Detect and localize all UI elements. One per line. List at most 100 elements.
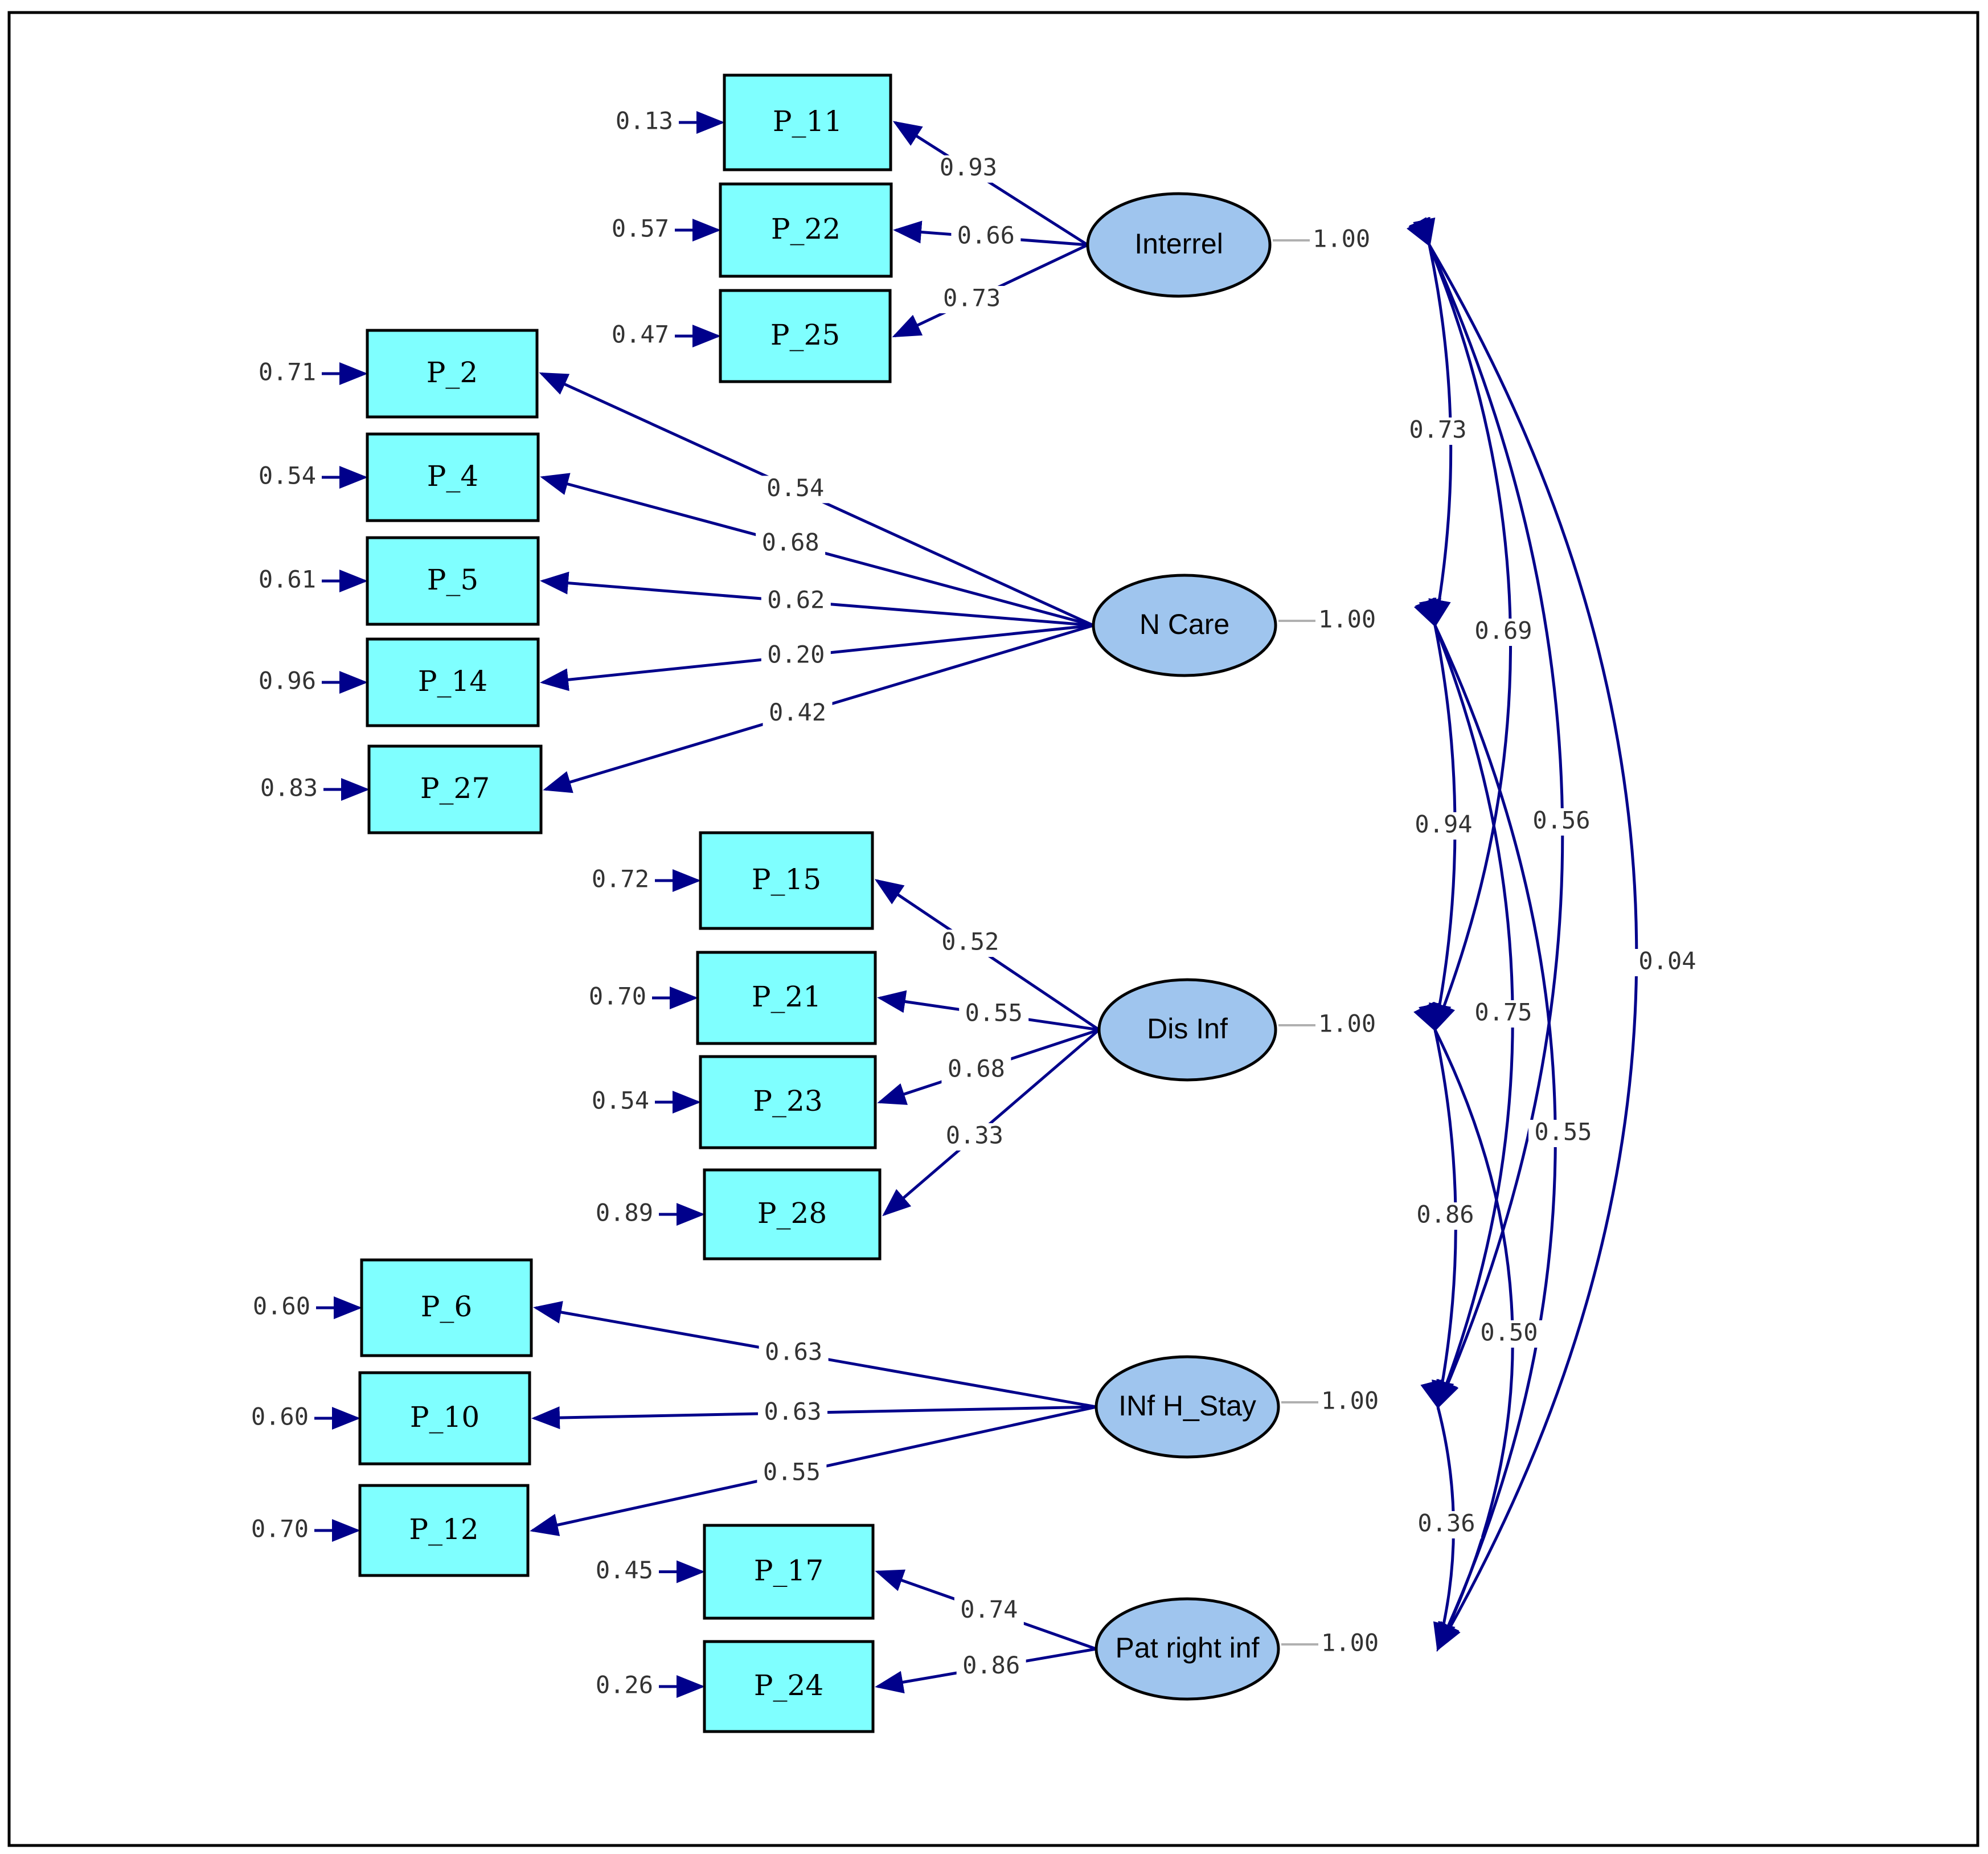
correlation-label-ncare-patright: 0.55: [1534, 1118, 1592, 1146]
error-label-P_28: 0.89: [596, 1199, 653, 1227]
indicator-label-P_28: P_28: [757, 1197, 827, 1230]
latent-label-patright: Pat right inf: [1116, 1632, 1260, 1664]
correlation-label-interrel-patright-group: 0.04: [1633, 947, 1702, 976]
correlation-label-interrel-disinf-bg: [1469, 619, 1538, 646]
correlation-label-ncare-infhstay-group: 0.75: [1469, 998, 1538, 1028]
indicator-box-P_28: [703, 1168, 882, 1260]
indicator-box-P_10: [358, 1371, 531, 1466]
variance-label-infhstay: 1.00: [1321, 1387, 1379, 1415]
loading-label-P_27-bg: [763, 700, 833, 728]
correlation-label-infhstay-patright-group: 0.36: [1412, 1509, 1481, 1538]
error-label-P_23: 0.54: [592, 1087, 649, 1115]
loading-label-P_4-group: 0.68: [756, 529, 826, 558]
correlation-label-disinf-infhstay-bg: [1411, 1202, 1480, 1230]
loading-label-P_11: 0.93: [940, 153, 997, 181]
correlation-label-interrel-infhstay-group: 0.56: [1527, 807, 1596, 836]
correlation-label-ncare-disinf: 0.94: [1415, 811, 1472, 838]
correlation-label-interrel-ncare-bg: [1403, 418, 1473, 445]
loading-label-P_6-bg: [759, 1340, 829, 1368]
loading-label-P_27: 0.42: [769, 698, 826, 726]
loading-label-P_21-group: 0.55: [959, 999, 1029, 1029]
loading-label-P_4: 0.68: [762, 529, 819, 556]
error-label-P_17: 0.45: [596, 1556, 653, 1584]
loading-label-P_25: 0.73: [943, 284, 1001, 312]
indicator-label-P_6: P_6: [421, 1290, 472, 1323]
loading-label-P_10: 0.63: [764, 1397, 821, 1425]
correlation-label-disinf-patright-group: 0.50: [1474, 1319, 1544, 1348]
correlation-label-disinf-patright: 0.50: [1480, 1319, 1538, 1346]
indicator-box-P_22: [719, 182, 893, 278]
error-label-P_10: 0.60: [251, 1403, 309, 1431]
correlation-label-interrel-disinf: 0.69: [1474, 617, 1532, 645]
indicator-label-P_2: P_2: [427, 356, 478, 389]
indicator-label-P_11: P_11: [773, 105, 842, 138]
correlation-label-interrel-patright-bg: [1633, 949, 1702, 976]
correlation-label-interrel-infhstay: 0.56: [1532, 807, 1590, 834]
variance-label-patright: 1.00: [1321, 1629, 1379, 1657]
indicator-label-P_12: P_12: [409, 1513, 478, 1546]
correlation-label-ncare-disinf-group: 0.94: [1409, 811, 1478, 840]
correlation-label-ncare-infhstay: 0.75: [1474, 998, 1532, 1026]
loading-label-P_28-bg: [940, 1123, 1010, 1151]
indicator-label-P_14: P_14: [418, 665, 487, 698]
correlation-label-interrel-patright: 0.04: [1638, 947, 1696, 975]
error-label-P_6: 0.60: [253, 1292, 310, 1320]
correlation-label-interrel-infhstay-bg: [1527, 808, 1596, 836]
correlation-label-ncare-patright-group: 0.55: [1528, 1118, 1598, 1147]
indicator-label-P_23: P_23: [753, 1084, 822, 1118]
loading-label-P_25-group: 0.73: [937, 284, 1007, 313]
loading-path-P_28: [882, 1029, 1100, 1217]
loading-label-P_12-group: 0.55: [757, 1458, 827, 1488]
loading-label-P_22-bg: [951, 223, 1021, 251]
loading-label-P_2: 0.54: [766, 474, 824, 502]
loading-label-P_23-group: 0.68: [941, 1055, 1011, 1084]
indicator-box-P_12: [358, 1484, 530, 1577]
loading-label-P_14-bg: [761, 642, 831, 670]
error-label-P_4: 0.54: [259, 462, 316, 490]
loading-label-P_4-bg: [756, 530, 826, 558]
error-label-P_15: 0.72: [592, 865, 649, 893]
loading-label-P_15-group: 0.52: [935, 928, 1005, 957]
loading-label-P_27-group: 0.42: [763, 698, 833, 728]
indicator-label-P_27: P_27: [420, 772, 490, 805]
indicator-label-P_22: P_22: [771, 212, 841, 245]
error-label-P_21: 0.70: [589, 983, 646, 1010]
label-layer: 0.73 0.69 0.56 0.04 0.94 0.75 0.55 0.86 0.50 0.36…: [251, 107, 1702, 1699]
error-label-P_25: 0.47: [612, 321, 669, 349]
indicator-label-P_10: P_10: [410, 1401, 479, 1434]
error-label-P_2: 0.71: [259, 358, 316, 386]
latent-factor-disinf: [1097, 978, 1277, 1082]
correlation-label-disinf-infhstay: 0.86: [1416, 1201, 1474, 1229]
indicator-box-P_21: [696, 951, 877, 1045]
loading-label-P_17: 0.74: [960, 1595, 1018, 1623]
variance-label-disinf: 1.00: [1318, 1010, 1376, 1038]
latent-factor-ncare: [1092, 574, 1277, 677]
correlation-label-interrel-ncare-group: 0.73: [1403, 416, 1473, 445]
latent-label-interrel: Interrel: [1134, 228, 1223, 260]
latent-label-ncare: N Care: [1139, 608, 1229, 640]
error-label-P_14: 0.96: [259, 667, 316, 695]
correlation-label-infhstay-patright: 0.36: [1417, 1509, 1475, 1537]
correlation-label-disinf-patright-bg: [1474, 1320, 1544, 1348]
latent-label-disinf: Dis Inf: [1147, 1013, 1228, 1045]
indicator-box-P_24: [703, 1640, 875, 1733]
loading-label-P_15: 0.52: [941, 928, 999, 956]
indicator-box-P_11: [723, 73, 892, 171]
indicator-box-P_17: [703, 1524, 875, 1620]
indicator-label-P_17: P_17: [754, 1554, 823, 1587]
loading-label-P_10-group: 0.63: [758, 1397, 828, 1427]
indicator-label-P_5: P_5: [427, 563, 478, 596]
loading-label-P_2-bg: [760, 476, 830, 504]
loading-label-P_5-bg: [761, 587, 831, 615]
correlation-label-infhstay-patright-bg: [1412, 1511, 1481, 1538]
loading-label-P_2-group: 0.54: [760, 474, 830, 504]
latent-factor-interrel: [1086, 192, 1272, 298]
loading-label-P_14: 0.20: [767, 641, 825, 669]
error-label-P_12: 0.70: [251, 1515, 309, 1543]
loading-label-P_28: 0.33: [946, 1121, 1003, 1149]
indicator-label-P_25: P_25: [770, 318, 840, 351]
indicator-box-P_2: [366, 329, 539, 419]
indicator-box-P_27: [367, 744, 543, 834]
indicator-box-P_15: [699, 831, 874, 930]
correlation-label-disinf-infhstay-group: 0.86: [1411, 1201, 1480, 1230]
